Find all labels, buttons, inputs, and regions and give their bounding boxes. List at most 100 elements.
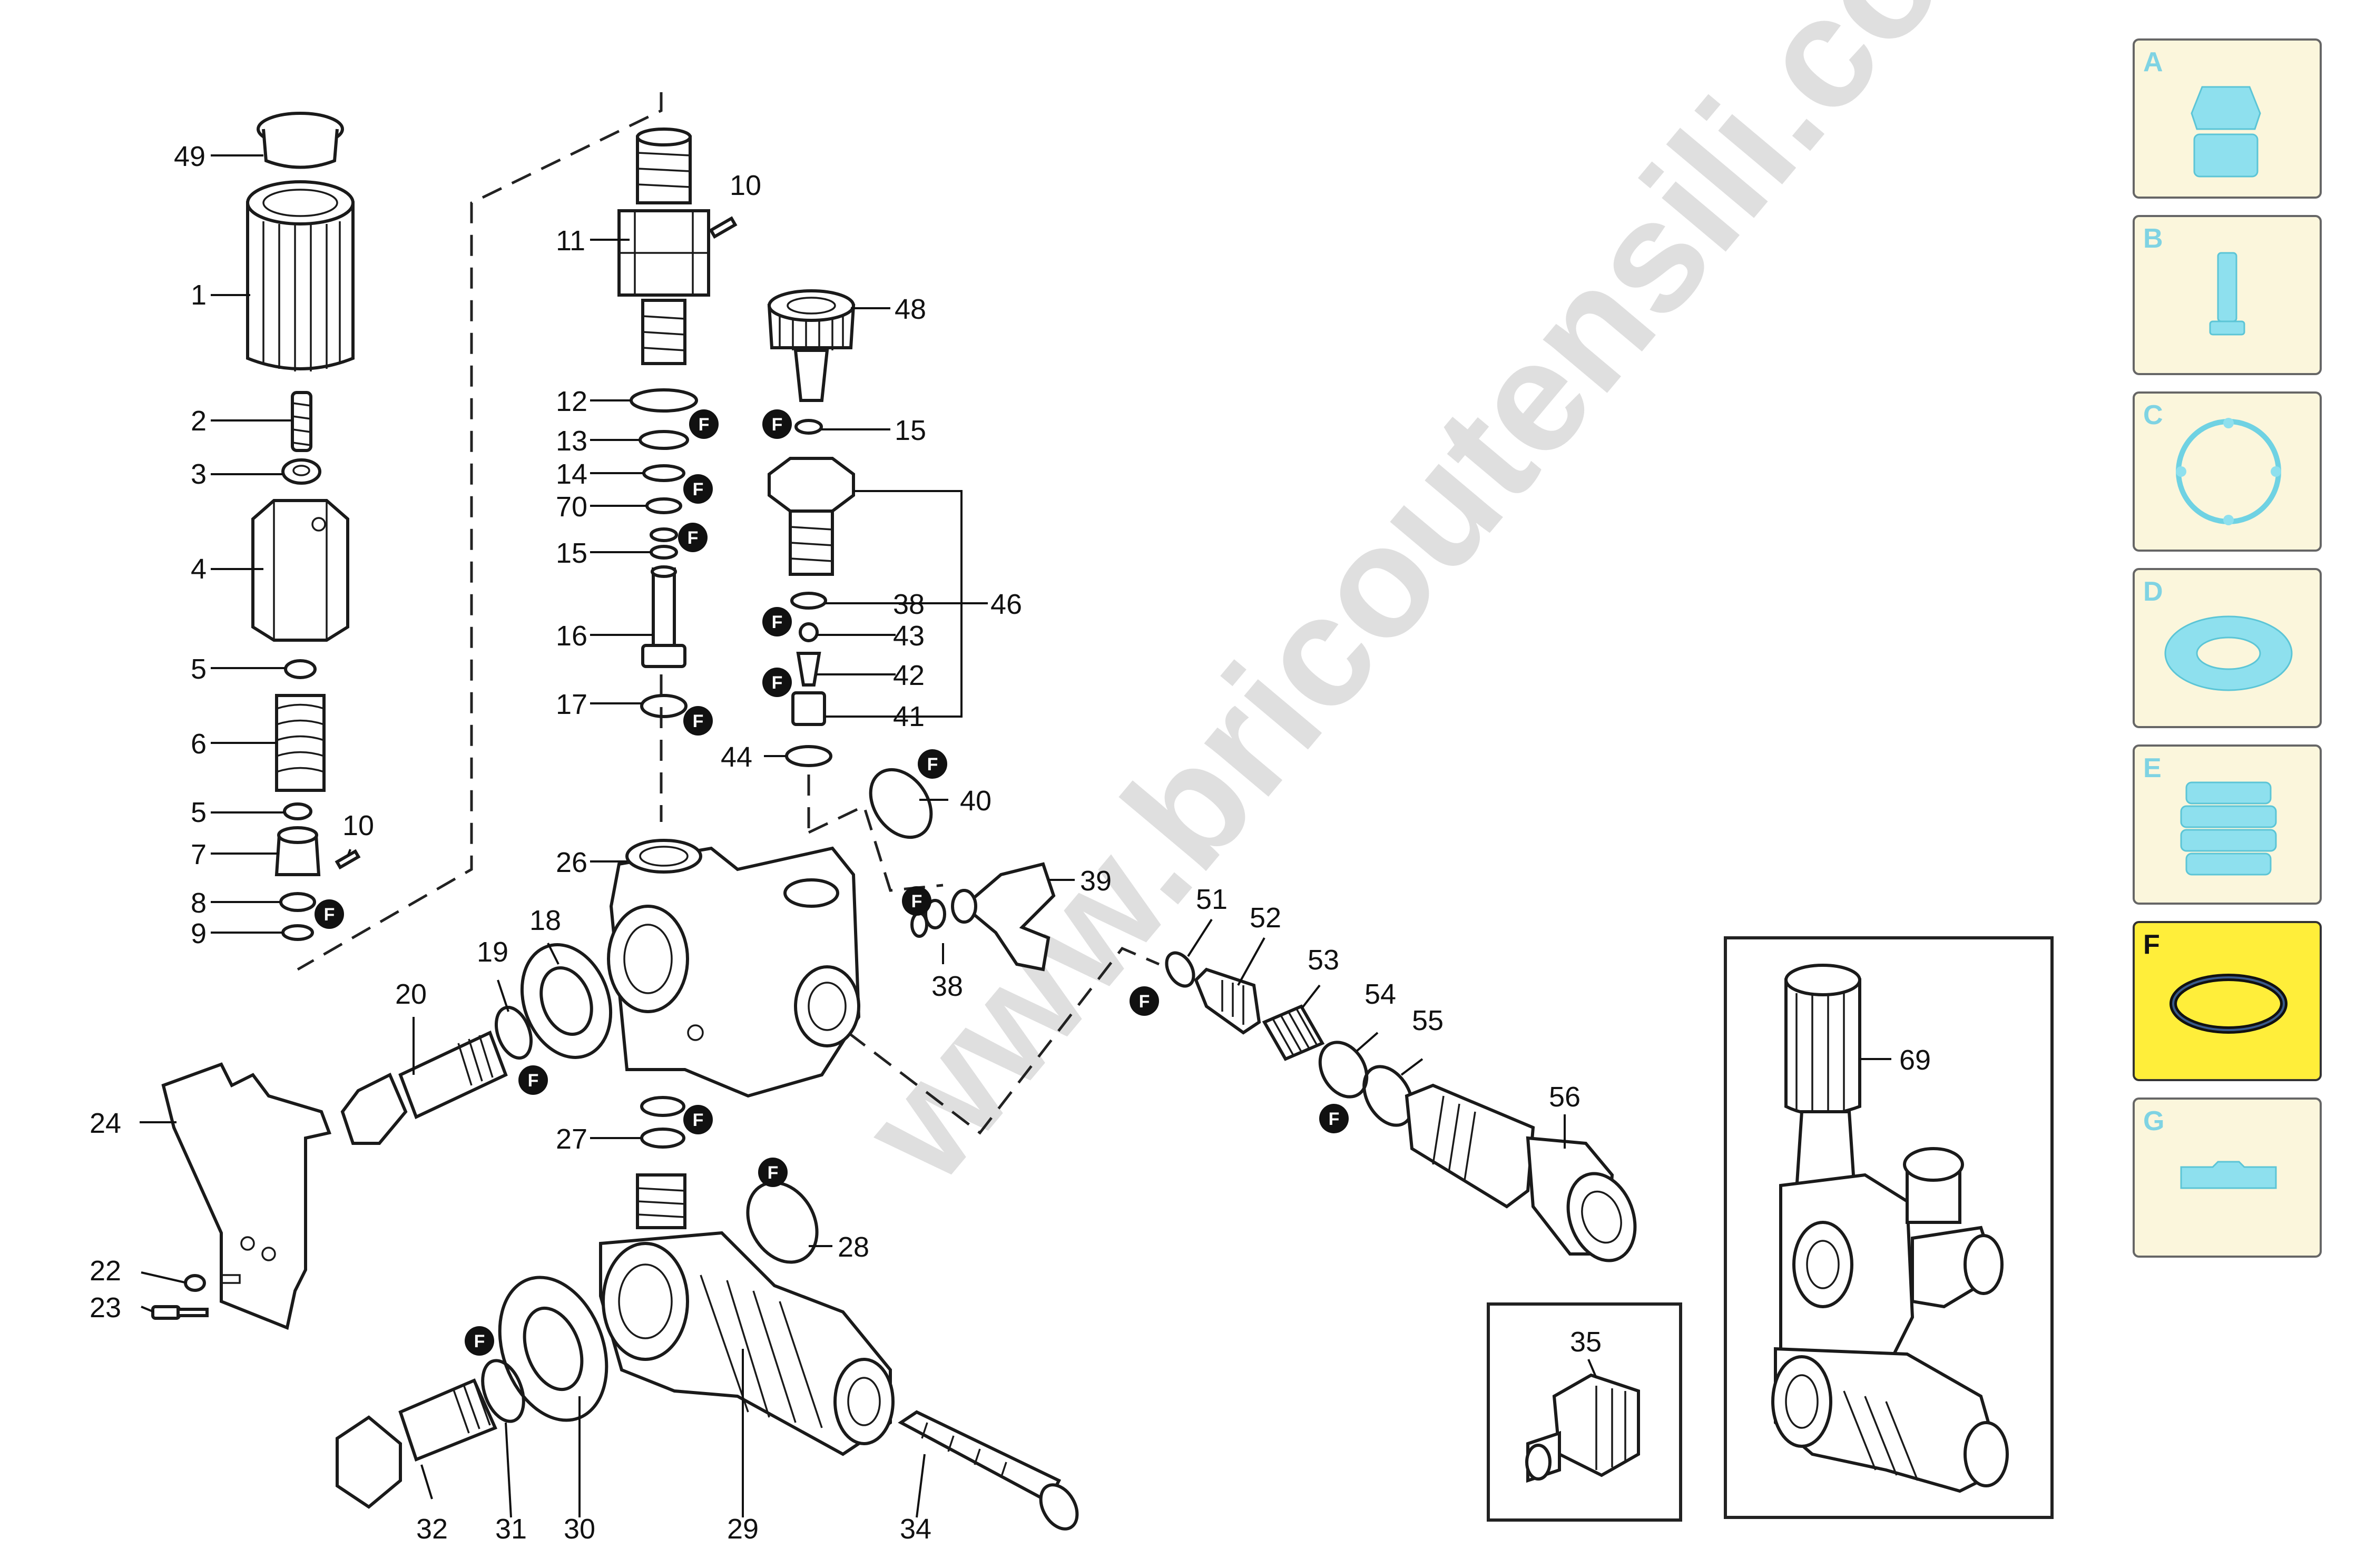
fit-badge: F — [678, 523, 708, 552]
fit-badge: F — [683, 1105, 713, 1134]
part-26-manifold — [607, 839, 861, 1098]
label-53: 53 — [1308, 944, 1339, 976]
part-12-o-ring — [630, 388, 698, 413]
fit-badge: F — [1130, 986, 1159, 1016]
svg-text:F: F — [927, 754, 938, 775]
inset-part-35 — [1487, 1302, 1682, 1522]
label-35: 35 — [1570, 1326, 1602, 1358]
svg-text:C: C — [2143, 400, 2163, 430]
label-29: 29 — [727, 1513, 759, 1545]
svg-text:F: F — [772, 673, 783, 693]
piston-icon — [2209, 252, 2245, 336]
label-51: 51 — [1196, 884, 1228, 915]
tab-e[interactable]: E — [2133, 744, 2322, 905]
part-9-o-ring — [281, 924, 314, 941]
label-28: 28 — [838, 1231, 869, 1263]
fit-badge: F — [762, 607, 792, 636]
part-24-bracket — [161, 1062, 332, 1330]
part-17-seal — [640, 694, 688, 718]
part-13-o-ring — [639, 430, 689, 450]
part-27a-o-ring — [640, 1096, 685, 1117]
label-52: 52 — [1250, 902, 1281, 934]
tab-g[interactable]: G — [2133, 1097, 2322, 1258]
label-48: 48 — [895, 293, 926, 325]
label-3: 3 — [191, 458, 207, 490]
clip-icon — [2180, 1161, 2277, 1189]
gasket-icon — [2176, 418, 2281, 525]
fit-badge: F — [1319, 1104, 1349, 1133]
label-2: 2 — [191, 405, 207, 437]
label-49: 49 — [174, 141, 205, 172]
part-5b-washer — [283, 802, 312, 820]
svg-text:E: E — [2143, 753, 2162, 783]
part-70-ring — [645, 497, 682, 514]
label-24: 24 — [90, 1108, 121, 1139]
part-38a-o-ring — [790, 592, 827, 610]
label-30: 30 — [564, 1513, 595, 1545]
label-14: 14 — [556, 458, 587, 490]
tab-b[interactable]: B — [2133, 215, 2322, 375]
tab-c[interactable]: C — [2133, 391, 2322, 552]
fit-badge: F — [683, 706, 713, 736]
part-5a-washer — [284, 659, 317, 679]
label-5b: 5 — [191, 797, 207, 828]
inset-part-69 — [1724, 936, 2054, 1519]
part-20-bolt — [340, 1030, 508, 1145]
tab-f[interactable]: F — [2133, 921, 2322, 1081]
label-44: 44 — [721, 741, 752, 773]
fit-badge: F — [762, 668, 792, 697]
label-15b: 15 — [895, 415, 926, 446]
part-8-o-ring — [279, 892, 316, 912]
part-48-knob — [767, 289, 856, 402]
part-11-connector — [617, 128, 710, 365]
part-53-spring — [1262, 1004, 1325, 1061]
label-15a: 15 — [556, 537, 587, 569]
fit-badge: F — [315, 899, 344, 929]
label-42: 42 — [893, 660, 925, 691]
svg-text:F: F — [768, 1163, 779, 1183]
fit-badge: F — [902, 886, 931, 916]
part-3-nut — [281, 458, 321, 485]
svg-text:G: G — [2143, 1106, 2164, 1136]
label-12: 12 — [556, 386, 587, 417]
label-20: 20 — [395, 978, 427, 1010]
label-11: 11 — [556, 225, 585, 257]
label-43: 43 — [893, 620, 925, 652]
svg-text:F: F — [699, 415, 710, 435]
tab-a[interactable]: A — [2133, 38, 2322, 199]
seal-icon — [2164, 615, 2293, 691]
part-28-o-ring — [746, 1181, 819, 1264]
part-32-bolt — [336, 1378, 498, 1509]
label-1: 1 — [191, 279, 207, 311]
label-70: 70 — [556, 491, 587, 523]
label-10b: 10 — [730, 170, 761, 201]
tab-d[interactable]: D — [2133, 568, 2322, 728]
part-42-spring — [796, 652, 821, 687]
label-16: 16 — [556, 620, 587, 652]
fit-badges: F F F F F F F F F F F F F F F F — [315, 409, 1349, 1356]
label-32: 32 — [416, 1513, 448, 1545]
fit-badge: F — [918, 749, 947, 779]
leader-lines — [140, 154, 1891, 1518]
svg-text:D: D — [2143, 576, 2163, 607]
label-34: 34 — [900, 1513, 931, 1545]
fit-badge: F — [465, 1326, 494, 1356]
label-69: 69 — [1899, 1044, 1931, 1076]
svg-text:F: F — [1139, 992, 1150, 1012]
part-52-piston — [1194, 967, 1261, 1035]
part-15a-o-ring — [650, 527, 678, 542]
label-38a: 38 — [893, 589, 925, 620]
part-46-valve-body — [768, 457, 855, 576]
label-26: 26 — [556, 847, 587, 878]
svg-text:F: F — [528, 1071, 539, 1091]
svg-text:F: F — [911, 891, 922, 912]
category-tabs: A B C D — [2133, 38, 2322, 1258]
fit-badge: F — [683, 474, 713, 504]
svg-text:F: F — [693, 711, 704, 731]
part-56-outlet — [1405, 1083, 1637, 1262]
part-15b-o-ring — [794, 419, 823, 435]
label-10a: 10 — [342, 810, 374, 841]
part-6-spring — [275, 694, 326, 792]
label-8: 8 — [191, 887, 207, 919]
